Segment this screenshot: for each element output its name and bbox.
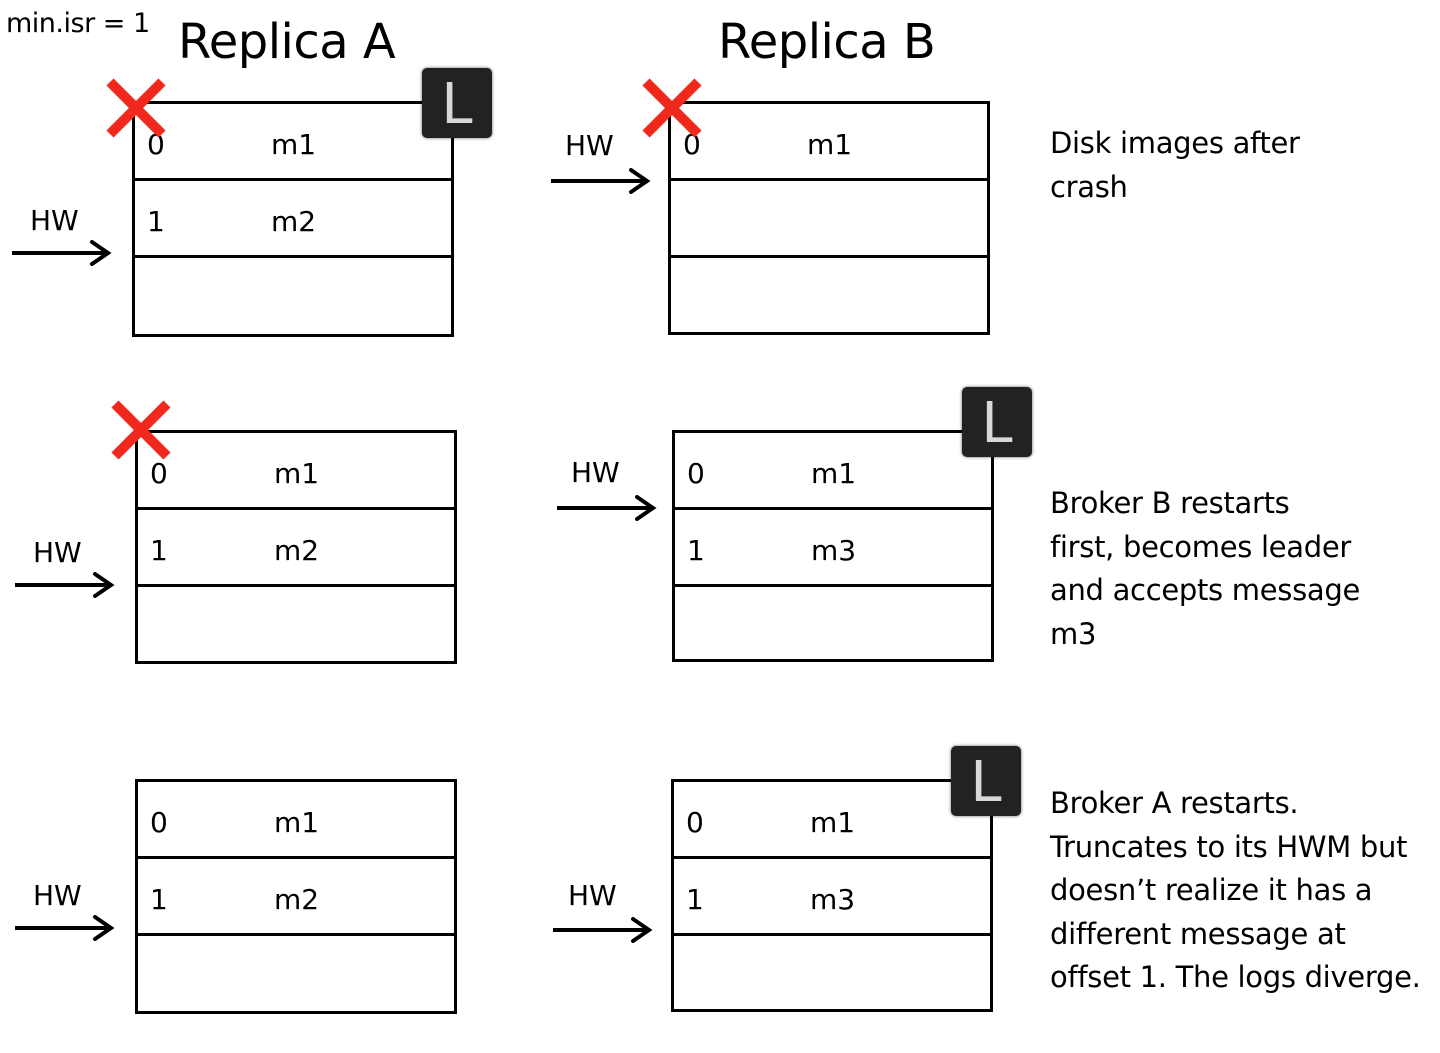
- hw-label: HW: [30, 204, 79, 237]
- log-message: m2: [274, 883, 320, 916]
- log-offset: 1: [150, 534, 168, 567]
- hw-arrow-icon: [12, 240, 112, 266]
- crash-x-icon: [111, 400, 171, 460]
- stage-1-caption: Disk images after crash: [1050, 122, 1300, 209]
- hw-arrow-icon: [553, 917, 653, 943]
- hw-arrow-icon: [15, 915, 115, 941]
- log-message: m2: [274, 534, 320, 567]
- log-row: 0 m1: [674, 782, 990, 859]
- hw-arrow-icon: [15, 572, 115, 598]
- replica-b-log: 0 m1 1 m3: [672, 430, 994, 662]
- caption-line: crash: [1050, 169, 1128, 204]
- min-isr-label: min.isr = 1: [6, 8, 150, 39]
- hw-arrow-icon: [551, 168, 651, 194]
- replica-a-log: 0 m1 1 m2: [135, 430, 457, 664]
- log-row: 1 m3: [675, 510, 991, 587]
- replica-b-log: 0 m1 1 m3: [671, 779, 993, 1012]
- leader-badge: L: [951, 746, 1021, 816]
- log-message: m2: [271, 205, 317, 238]
- log-row: 1 m2: [138, 510, 454, 587]
- log-row: 1 m3: [674, 859, 990, 936]
- hw-label: HW: [565, 129, 614, 162]
- log-offset: 0: [683, 128, 701, 161]
- log-row: [671, 258, 987, 335]
- stage-2-caption: Broker B restarts first, becomes leader …: [1050, 482, 1360, 656]
- log-offset: 0: [686, 806, 704, 839]
- log-row: [671, 181, 987, 258]
- log-offset: 1: [150, 883, 168, 916]
- crash-x-icon: [106, 78, 166, 138]
- log-message: m1: [271, 128, 317, 161]
- log-message: m3: [811, 534, 857, 567]
- replica-a-header: Replica A: [178, 14, 396, 70]
- log-message: m1: [811, 457, 857, 490]
- log-offset: 0: [147, 128, 165, 161]
- log-offset: 0: [150, 457, 168, 490]
- log-row: [138, 587, 454, 664]
- hw-label: HW: [33, 879, 82, 912]
- log-row: [138, 936, 454, 1013]
- leader-icon: L: [981, 391, 1013, 456]
- log-offset: 1: [686, 883, 704, 916]
- log-row: 0 m1: [135, 104, 451, 181]
- caption-line: Broker B restarts: [1050, 486, 1290, 520]
- log-message: m3: [810, 883, 856, 916]
- log-row: 1 m2: [135, 181, 451, 258]
- caption-line: Disk images after: [1050, 126, 1300, 160]
- log-row: 1 m2: [138, 859, 454, 936]
- log-message: m1: [807, 128, 853, 161]
- log-offset: 0: [150, 806, 168, 839]
- leader-icon: L: [441, 72, 473, 137]
- caption-line: different message at: [1050, 916, 1346, 951]
- log-row: [135, 258, 451, 335]
- caption-line: Broker A restarts.: [1050, 786, 1299, 820]
- replica-a-log: 0 m1 1 m2: [135, 779, 457, 1014]
- hw-arrow-icon: [557, 495, 657, 521]
- log-row: 0 m1: [138, 782, 454, 859]
- log-offset: 1: [147, 205, 165, 238]
- log-offset: 0: [687, 457, 705, 490]
- caption-line: first, becomes leader: [1050, 529, 1352, 564]
- log-row: 0 m1: [138, 433, 454, 510]
- replica-b-header: Replica B: [718, 14, 936, 70]
- log-row: [675, 587, 991, 664]
- log-row: [674, 936, 990, 1013]
- leader-icon: L: [970, 750, 1002, 815]
- log-row: 0 m1: [675, 433, 991, 510]
- caption-line: offset 1. The logs diverge.: [1050, 960, 1421, 994]
- replica-a-log: 0 m1 1 m2: [132, 101, 454, 337]
- leader-badge: L: [962, 387, 1032, 457]
- log-row: 0 m1: [671, 104, 987, 181]
- replica-b-log: 0 m1: [668, 101, 990, 335]
- stage-3-caption: Broker A restarts. Truncates to its HWM …: [1050, 782, 1421, 1000]
- log-message: m1: [274, 806, 320, 839]
- hw-label: HW: [33, 536, 82, 569]
- hw-label: HW: [568, 879, 617, 912]
- caption-line: doesn’t realize it has a: [1050, 873, 1373, 907]
- log-message: m1: [810, 806, 856, 839]
- log-message: m1: [274, 457, 320, 490]
- caption-line: m3: [1050, 616, 1097, 651]
- caption-line: and accepts message: [1050, 573, 1361, 607]
- caption-line: Truncates to its HWM but: [1050, 829, 1408, 864]
- crash-x-icon: [642, 78, 702, 138]
- log-offset: 1: [687, 534, 705, 567]
- hw-label: HW: [571, 456, 620, 489]
- leader-badge: L: [422, 68, 492, 138]
